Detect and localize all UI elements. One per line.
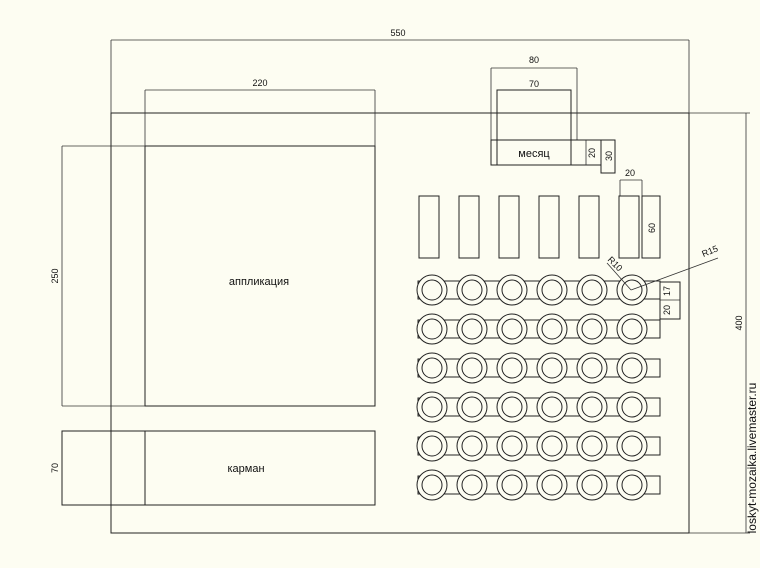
dim-17-label: 17 bbox=[662, 286, 672, 296]
circle-5-5 bbox=[576, 430, 608, 462]
circle-grid bbox=[416, 274, 661, 501]
circle-5-4 bbox=[536, 430, 568, 462]
slot-6 bbox=[618, 195, 640, 259]
radius-r15-label: R15 bbox=[700, 243, 719, 258]
circle-6-3 bbox=[496, 469, 528, 501]
circle-2-1 bbox=[416, 313, 448, 345]
dimension-total-height: 400 bbox=[689, 112, 750, 534]
slot-4 bbox=[538, 195, 560, 259]
circle-2-6 bbox=[616, 313, 648, 345]
dim-20-slot-label: 20 bbox=[625, 168, 635, 178]
circle-dimensions: 17 20 R10 R15 bbox=[606, 243, 719, 320]
slot-1 bbox=[418, 195, 440, 259]
circle-1-5 bbox=[576, 274, 608, 306]
watermark-text: loskyt-mozaika.livemaster.ru bbox=[745, 383, 759, 534]
slot-row bbox=[418, 195, 640, 259]
circle-3-5 bbox=[576, 352, 608, 384]
circle-4-5 bbox=[576, 391, 608, 423]
board-outline bbox=[110, 112, 690, 534]
circle-6-4 bbox=[536, 469, 568, 501]
circle-6-6 bbox=[616, 469, 648, 501]
dim-20-pitch-label: 20 bbox=[662, 305, 672, 315]
slot-5 bbox=[578, 195, 600, 259]
circle-1-2 bbox=[456, 274, 488, 306]
circle-1-1 bbox=[416, 274, 448, 306]
circle-1-4 bbox=[536, 274, 568, 306]
circle-4-4 bbox=[536, 391, 568, 423]
circle-4-6 bbox=[616, 391, 648, 423]
slot-2 bbox=[458, 195, 480, 259]
circle-3-2 bbox=[456, 352, 488, 384]
circle-4-1 bbox=[416, 391, 448, 423]
dim-220-label: 220 bbox=[252, 78, 267, 88]
circle-3-3 bbox=[496, 352, 528, 384]
dim-550-label: 550 bbox=[390, 28, 405, 38]
circle-6-1 bbox=[416, 469, 448, 501]
dim-70-month-label: 70 bbox=[529, 79, 539, 89]
dimension-total-width: 550 bbox=[110, 28, 690, 113]
radius-r10-label: R10 bbox=[606, 255, 625, 274]
slot-3 bbox=[498, 195, 520, 259]
circle-6-5 bbox=[576, 469, 608, 501]
circle-2-2 bbox=[456, 313, 488, 345]
slot-dimensions: 20 60 bbox=[619, 168, 661, 259]
circle-3-6 bbox=[616, 352, 648, 384]
dim-20-month-label: 20 bbox=[587, 148, 597, 158]
month-label: месяц bbox=[518, 148, 550, 160]
month-pocket: 80 70 месяц 20 30 bbox=[490, 55, 616, 174]
circle-2-5 bbox=[576, 313, 608, 345]
circle-5-2 bbox=[456, 430, 488, 462]
circle-5-3 bbox=[496, 430, 528, 462]
dim-400-label: 400 bbox=[734, 315, 744, 330]
circle-3-1 bbox=[416, 352, 448, 384]
circle-6-2 bbox=[456, 469, 488, 501]
circle-2-4 bbox=[536, 313, 568, 345]
applique-panel: 220 250 аппликация bbox=[50, 78, 376, 407]
circle-4-2 bbox=[456, 391, 488, 423]
circle-2-3 bbox=[496, 313, 528, 345]
circle-5-6 bbox=[616, 430, 648, 462]
circle-5-1 bbox=[416, 430, 448, 462]
pocket-label: карман bbox=[227, 463, 264, 475]
circle-1-3 bbox=[496, 274, 528, 306]
dim-60-slot-label: 60 bbox=[647, 223, 657, 233]
circle-3-4 bbox=[536, 352, 568, 384]
pocket-panel: 70 карман bbox=[50, 430, 376, 506]
dim-250-label: 250 bbox=[50, 268, 60, 283]
dim-30-month-label: 30 bbox=[604, 151, 614, 161]
circle-4-3 bbox=[496, 391, 528, 423]
applique-label: аппликация bbox=[229, 276, 289, 288]
dim-80-label: 80 bbox=[529, 55, 539, 65]
dim-70-pocket-label: 70 bbox=[50, 463, 60, 473]
